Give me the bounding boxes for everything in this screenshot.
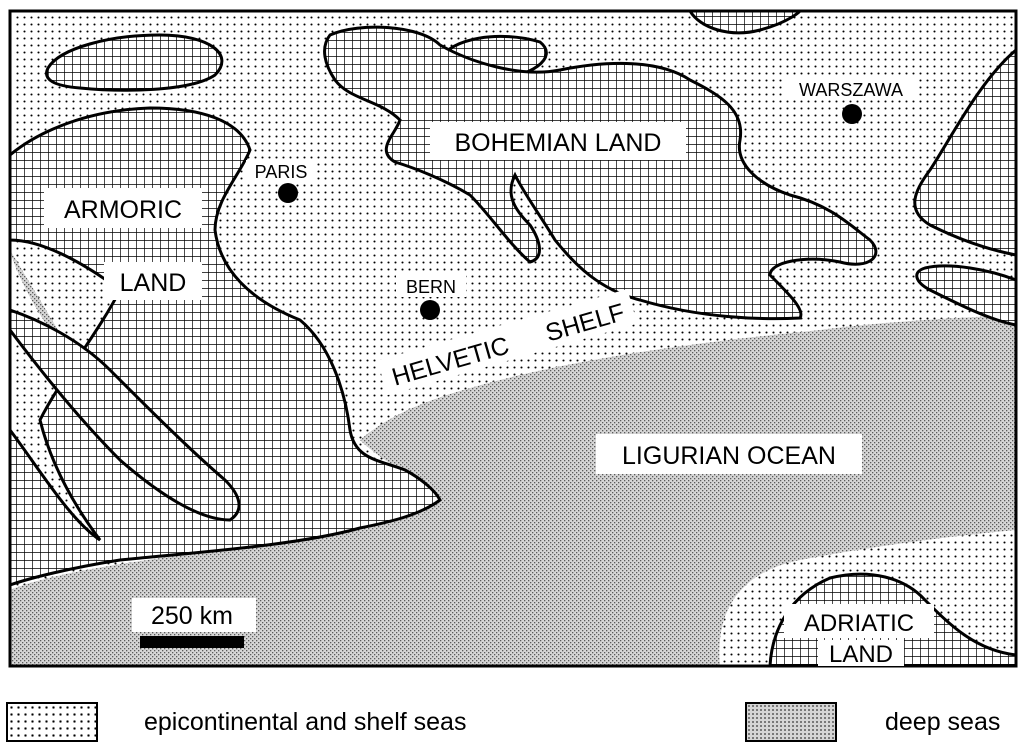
scale-bar: 250 km <box>132 598 256 648</box>
legend-item-deep-seas: deep seas <box>745 700 1000 744</box>
armoric-spit <box>10 308 241 522</box>
city-marker-icon <box>842 104 862 124</box>
eastern-island <box>915 264 1016 327</box>
legend-label: deep seas <box>885 707 1001 736</box>
bohemian-land <box>323 25 878 321</box>
city-marker-icon <box>420 300 440 320</box>
adriatic-land-label-line1: ADRIATIC <box>804 610 914 637</box>
deep-seas-swatch-icon <box>745 702 837 742</box>
ligurian-ocean-label: LIGURIAN OCEAN <box>622 442 836 470</box>
northeast-corner-land <box>688 11 803 35</box>
scale-bar-line <box>140 636 244 648</box>
armoric-land-label-line2: LAND <box>120 269 187 297</box>
city-label: PARIS <box>255 162 308 182</box>
adriatic-land-label-line2: LAND <box>829 641 893 668</box>
city-marker-icon <box>278 183 298 203</box>
scale-bar-label: 250 km <box>151 602 233 630</box>
ligurian-ocean-deep-sea <box>10 315 1016 666</box>
shelf-seas-swatch-icon <box>6 702 98 742</box>
legend-label: epicontinental and shelf seas <box>144 707 467 736</box>
armoric-land-label-line1: ARMORIC <box>64 196 182 224</box>
map-frame <box>8 9 1018 668</box>
legend-item-shelf-seas: epicontinental and shelf seas <box>6 700 466 744</box>
city-bern: BERN <box>396 275 466 320</box>
eastern-land <box>913 48 1016 257</box>
northwest-island <box>45 33 224 92</box>
city-label: WARSZAWA <box>799 80 903 100</box>
bohemian-land-label: BOHEMIAN LAND <box>455 129 662 157</box>
city-warszawa: WARSZAWA <box>786 78 916 124</box>
city-paris: PARIS <box>246 160 316 203</box>
city-label: BERN <box>406 277 456 297</box>
